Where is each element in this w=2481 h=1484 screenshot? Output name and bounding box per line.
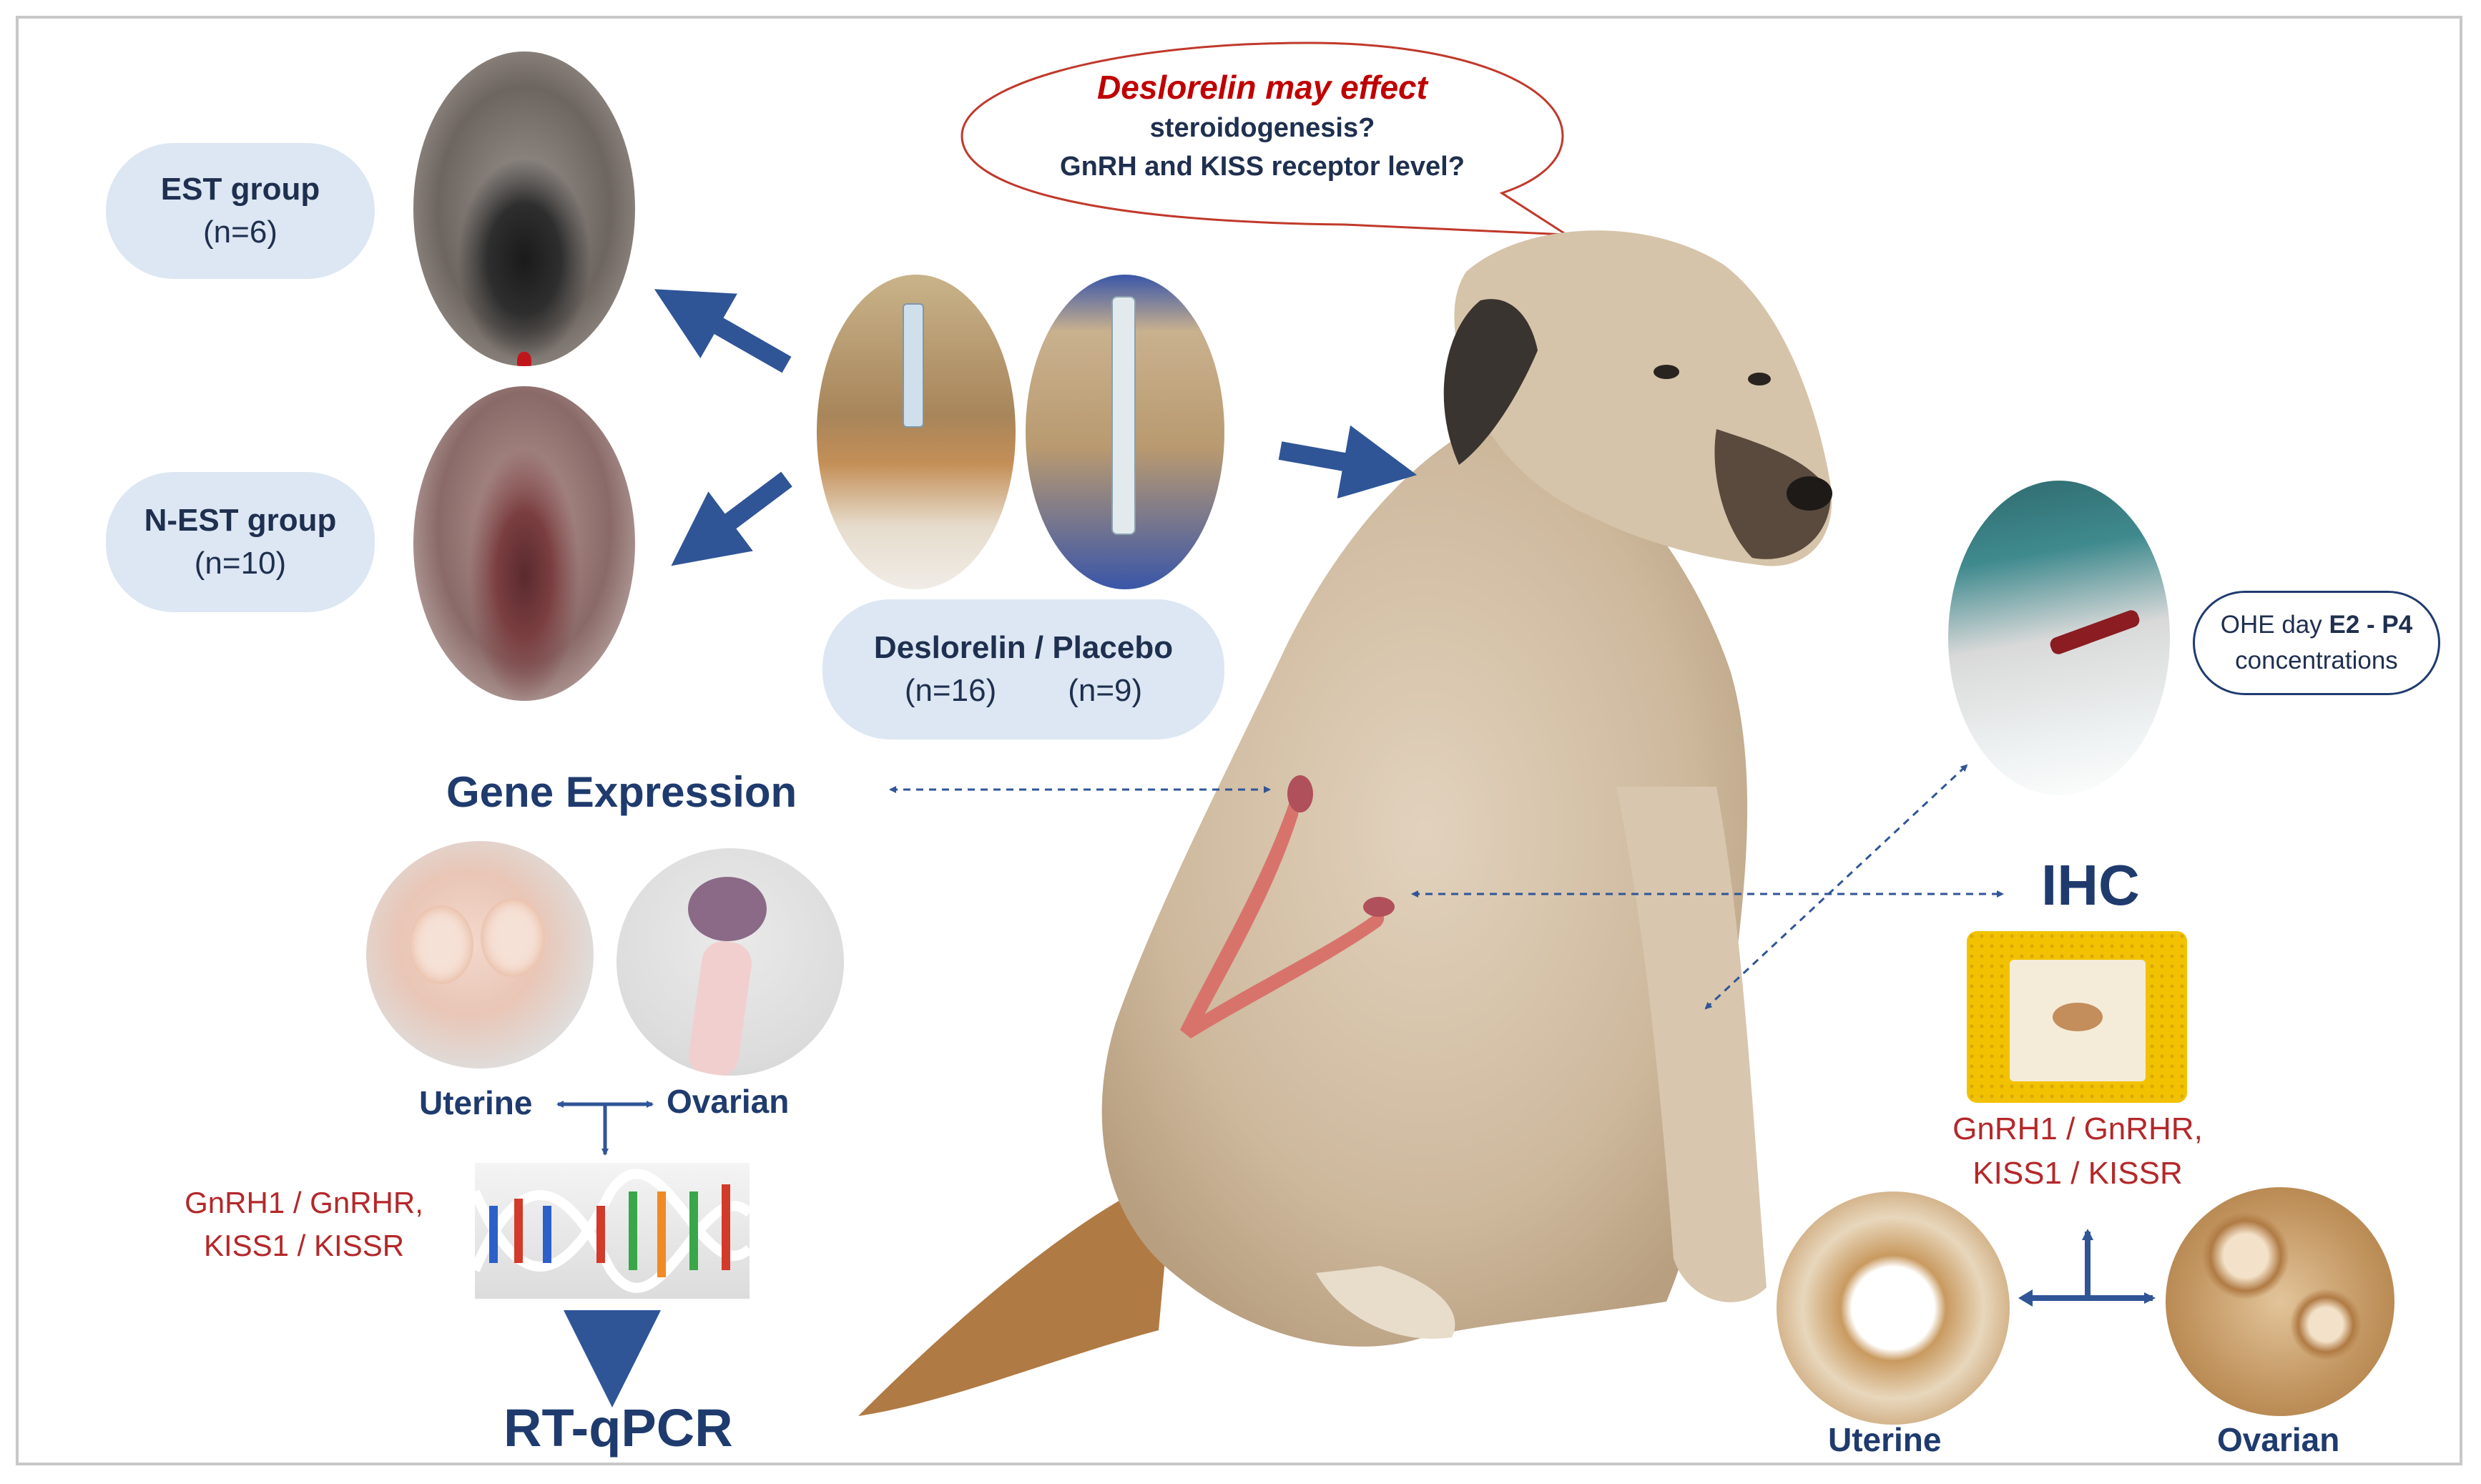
blood-tube-mark xyxy=(2048,608,2142,657)
gene-genes-list: GnRH1 / GnRHR, KISS1 / KISSR xyxy=(172,1181,436,1267)
rtqpcr-label: RT-qPCR xyxy=(503,1398,733,1458)
dashed-arrow-blood xyxy=(1704,764,1968,1010)
gene-ovarian-label: Ovarian xyxy=(667,1083,790,1120)
ohe-box: OHE day E2 - P4 concentrations xyxy=(2193,591,2440,695)
treatment-title: Deslorelin / Placebo xyxy=(873,630,1174,665)
ovarian-tissue-mark xyxy=(688,877,767,941)
uterine-tissue-photo xyxy=(366,841,594,1068)
nest-group-title: N-EST group xyxy=(144,503,337,538)
uterine-tissue-mark xyxy=(481,898,545,977)
figure-frame xyxy=(16,16,2462,1465)
est-vulva-photo xyxy=(413,51,635,366)
placebo-count: (n=9) xyxy=(1068,673,1143,708)
red-discharge-mark xyxy=(517,352,531,366)
ohe-prefix: OHE day xyxy=(2220,611,2329,639)
ovarian-tissue-mark xyxy=(686,938,755,1076)
ohe-line-2: concentrations xyxy=(2235,647,2398,674)
blood-sampling-photo xyxy=(1948,481,2170,795)
ihc-title: IHC xyxy=(2041,853,2140,917)
nest-group-count: (n=10) xyxy=(194,546,287,581)
bubble-line-2: steroidogenesis? xyxy=(1149,113,1375,143)
ihc-genes-line-2: KISS1 / KISSR xyxy=(1972,1156,2183,1191)
paraffin-block xyxy=(2010,960,2146,1081)
ihc-genes-line-1: GnRH1 / GnRHR, xyxy=(1952,1111,2203,1146)
injection-photo-2 xyxy=(1026,275,1224,589)
est-group-title: EST group xyxy=(160,172,320,207)
dna-helix-image xyxy=(475,1163,750,1299)
gene-genes-line-2: KISS1 / KISSR xyxy=(203,1229,405,1262)
ihc-ovarian-section-photo xyxy=(2166,1187,2394,1416)
ihc-genes-list: GnRH1 / GnRHR, KISS1 / KISSR xyxy=(1945,1107,2210,1196)
est-group-pill: EST group (n=6) xyxy=(106,143,375,279)
ihc-uterine-section-photo xyxy=(1777,1191,2010,1425)
gene-genes-line-1: GnRH1 / GnRHR, xyxy=(185,1186,423,1219)
nest-group-pill: N-EST group (n=10) xyxy=(106,472,375,612)
treatment-counts: (n=16) (n=9) xyxy=(905,669,1142,712)
nest-vulva-photo xyxy=(413,386,635,701)
bubble-line-1: Deslorelin may effect xyxy=(1097,69,1428,106)
bubble-line-3: GnRH and KISS receptor level? xyxy=(1060,152,1465,182)
ihc-left-arrowhead xyxy=(2018,1289,2033,1307)
ihc-ovarian-label: Ovarian xyxy=(2217,1421,2340,1458)
ovarian-tissue-photo xyxy=(616,848,844,1076)
dna-helix-drawing xyxy=(475,1169,750,1293)
deslorelin-count: (n=16) xyxy=(904,673,997,708)
gene-uterine-label: Uterine xyxy=(419,1084,533,1121)
syringe-mark xyxy=(1111,296,1136,535)
uterine-tissue-mark xyxy=(409,905,473,984)
syringe-mark xyxy=(903,303,924,428)
arrow-to-dog xyxy=(1278,425,1418,499)
gene-expression-title: Gene Expression xyxy=(446,768,797,816)
treatment-pill: Deslorelin / Placebo (n=16) (n=9) xyxy=(822,599,1224,739)
injection-photo-1 xyxy=(817,275,1016,589)
bubble-text: Deslorelin may effect steroidogenesis? G… xyxy=(1001,66,1523,186)
est-group-count: (n=6) xyxy=(203,215,277,250)
arrow-to-est xyxy=(654,289,792,373)
ohe-line-1: OHE day E2 - P4 xyxy=(2221,607,2412,643)
ohe-hormones: E2 - P4 xyxy=(2329,611,2413,639)
ihc-uterine-label: Uterine xyxy=(1828,1421,1942,1458)
arrow-to-nest xyxy=(671,471,792,566)
ihc-cassette-image xyxy=(1967,931,2187,1103)
tissue-sample-mark xyxy=(2053,1003,2103,1031)
